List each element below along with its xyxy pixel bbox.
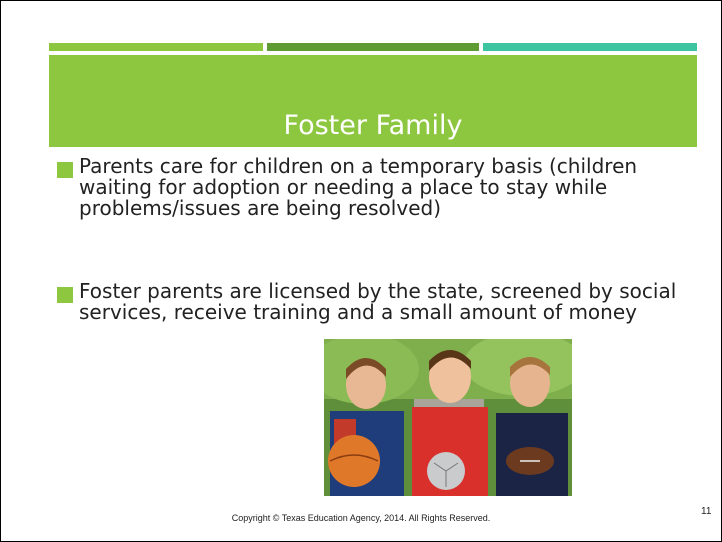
copyright-footer: Copyright © Texas Education Agency, 2014… [231,513,491,523]
bullet-item: Foster parents are licensed by the state… [57,281,697,365]
title-band: Foster Family [49,55,697,147]
accent-stripe-middle [267,43,479,51]
children-photo [324,339,572,496]
bullet-text: Foster parents are licensed by the state… [79,279,677,324]
bullet-square-icon [57,162,73,178]
accent-stripe-right [483,43,697,51]
bullet-text: Parents care for children on a temporary… [79,154,638,220]
accent-stripe-left [49,43,263,51]
slide-title: Foster Family [283,110,463,141]
bullet-item: Parents care for children on a temporary… [57,156,697,240]
bullet-square-icon [57,287,73,303]
page-number: 11 [701,506,712,517]
